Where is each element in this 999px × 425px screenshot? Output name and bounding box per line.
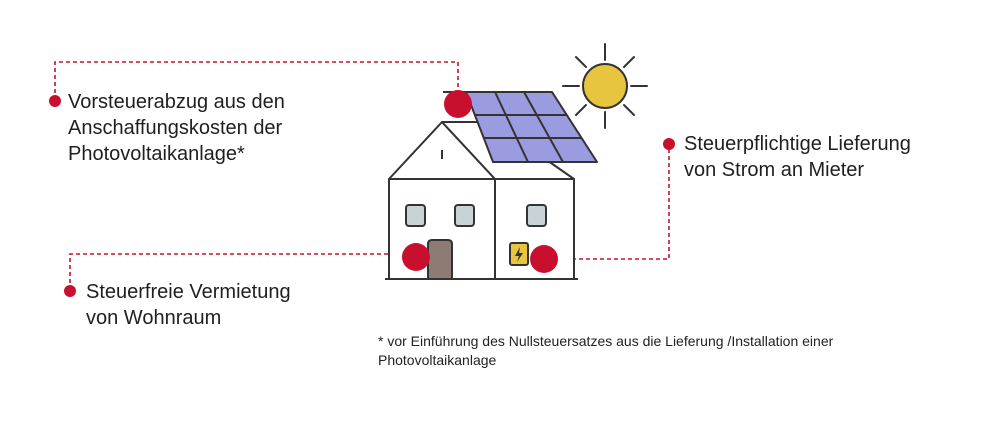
- window-middle: [454, 204, 475, 227]
- marker-tax-free-rental: [402, 243, 430, 271]
- connector-input-tax: [54, 61, 459, 100]
- connector-tax-free-rental: [69, 253, 414, 290]
- connector-lines: [54, 61, 670, 290]
- dot-taxable-supply: [663, 138, 675, 150]
- window-left: [405, 204, 426, 227]
- label-taxable-supply: Steuerpflichtige Lieferung von Strom an …: [684, 133, 911, 181]
- solar-panel-icon: [465, 91, 598, 163]
- lightning-bolt-icon: [515, 247, 523, 262]
- door: [427, 239, 453, 280]
- window-right: [526, 204, 547, 227]
- marker-taxable-supply: [530, 245, 558, 273]
- dot-input-tax: [49, 95, 61, 107]
- footnote: * vor Einführung des Nullsteuersatzes au…: [378, 333, 834, 368]
- label-tax-free-rental: Steuerfreie Vermietung von Wohnraum: [86, 281, 291, 329]
- marker-input-tax: [444, 90, 472, 118]
- label-input-tax: Vorsteuerabzug aus den Anschaffungskoste…: [68, 91, 285, 165]
- sun-icon: [562, 43, 648, 129]
- dot-tax-free-rental: [64, 285, 76, 297]
